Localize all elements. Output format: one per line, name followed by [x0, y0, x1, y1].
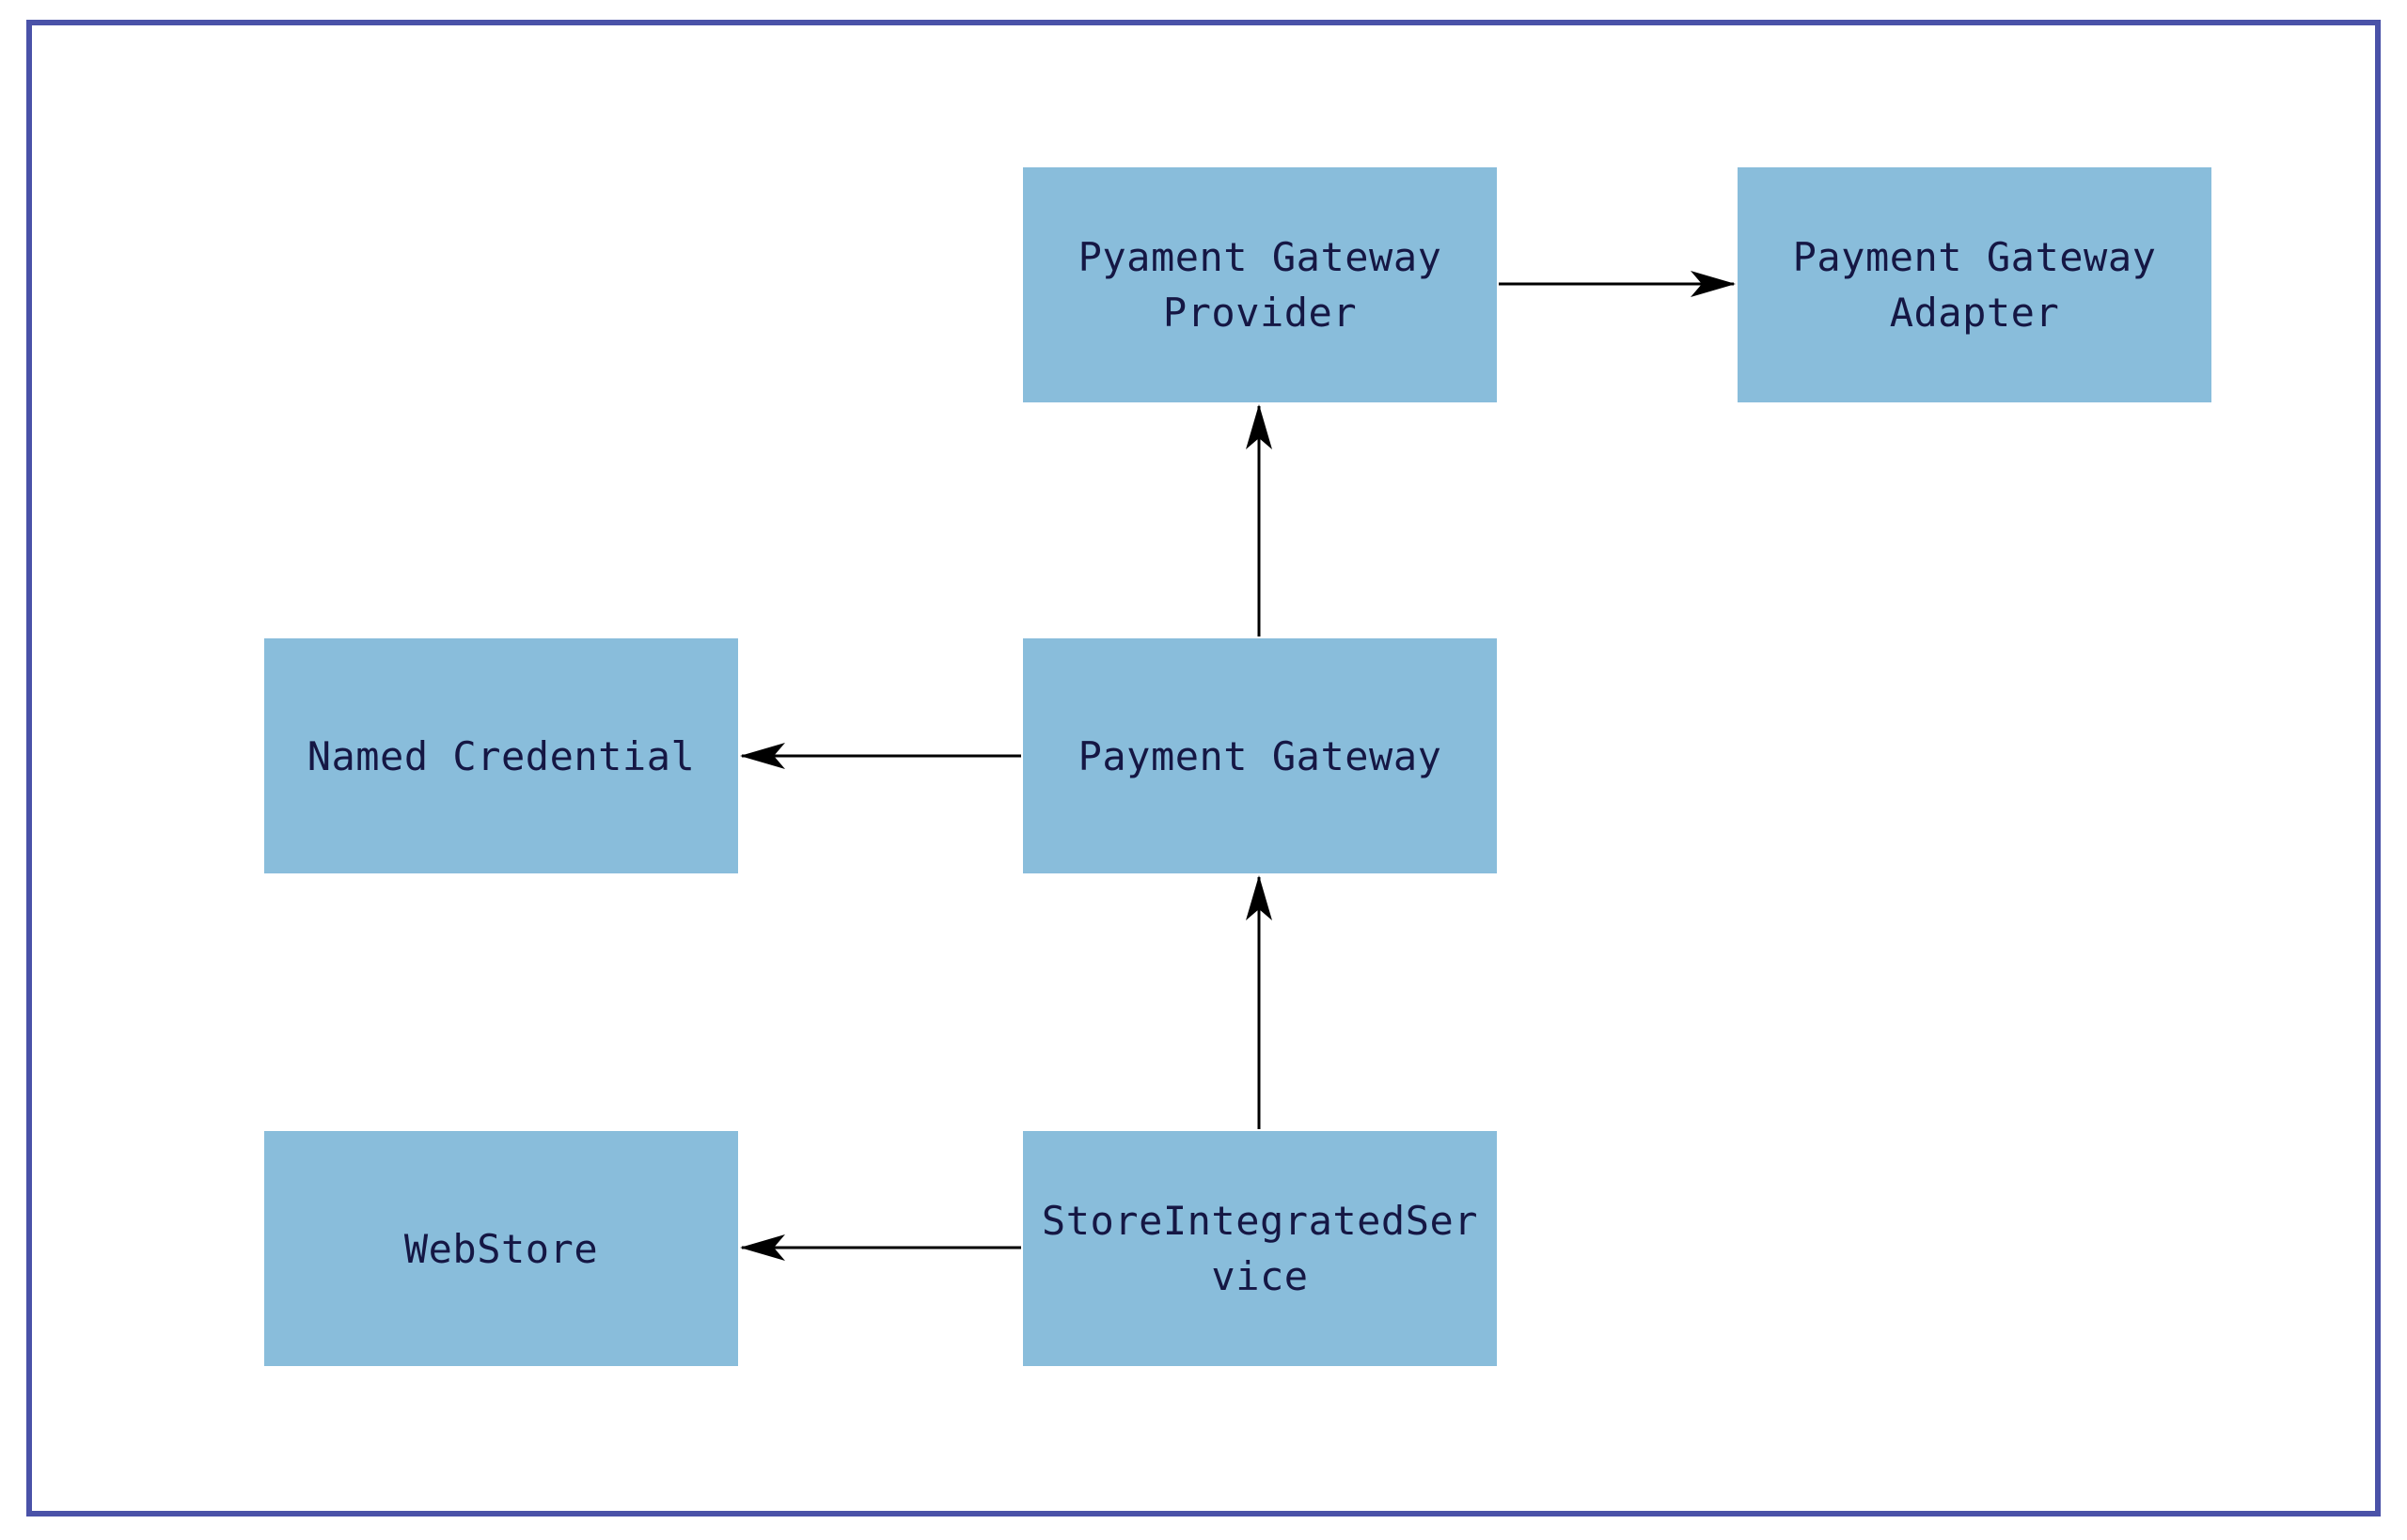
node-named-credential: Named Credential [264, 638, 738, 873]
node-payment-gateway-adapter: Payment Gateway Adapter [1738, 167, 2211, 402]
node-webstore: WebStore [264, 1131, 738, 1366]
node-label: WebStore [403, 1225, 599, 1272]
node-label: Payment Gateway [1078, 732, 1442, 779]
node-label: Named Credential [307, 732, 696, 779]
node-label: StoreIntegratedSer vice [1041, 1198, 1479, 1299]
node-payment-gateway-provider: Pyament Gateway Provider [1023, 167, 1497, 402]
node-label: Payment Gateway Adapter [1792, 234, 2157, 336]
node-store-integrated-service: StoreIntegratedSer vice [1023, 1131, 1497, 1366]
node-payment-gateway: Payment Gateway [1023, 638, 1497, 873]
node-label: Pyament Gateway Provider [1078, 234, 1442, 336]
